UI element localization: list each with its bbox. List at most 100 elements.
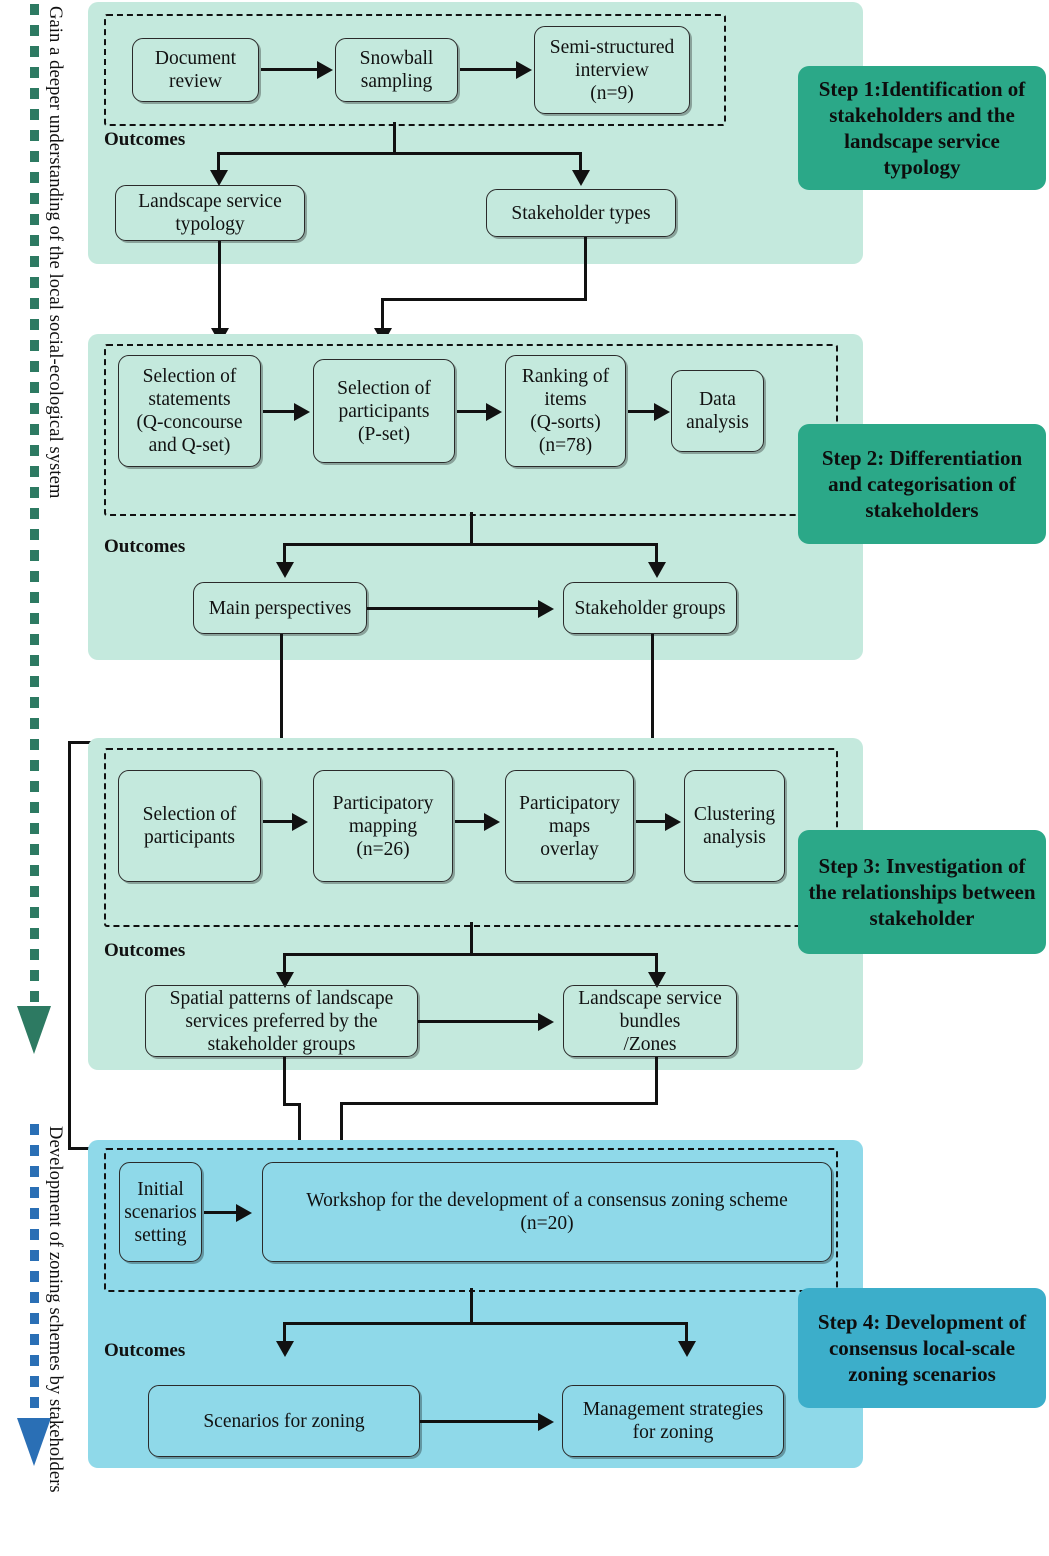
connector-arrow [276,1341,294,1357]
connector [283,1057,286,1105]
panel-step4 [88,1140,863,1468]
node-stakeholder-types[interactable]: Stakeholder types [486,189,676,237]
node-landscape-service-bundles[interactable]: Landscape service bundles /Zones [563,985,737,1057]
dashbox-step1 [104,14,726,126]
connector-arrow [484,813,500,831]
node-scenarios-for-zoning[interactable]: Scenarios for zoning [148,1385,420,1457]
connector [217,152,220,174]
connector [470,1288,473,1324]
connector [381,298,384,336]
connector-arrow [486,403,502,421]
node-clustering-analysis[interactable]: Clustering analysis [684,770,785,882]
connector [470,922,473,955]
node-line: setting [134,1224,187,1246]
node-line: participants [144,827,235,848]
connector [263,820,294,823]
node-selection-of-statements[interactable]: Selection of statements (Q-concourse and… [118,355,261,467]
rail-track-green [30,4,39,1010]
rail-track-blue [30,1124,39,1422]
connector [217,152,582,155]
node-spatial-patterns[interactable]: Spatial patterns of landscape services p… [145,985,418,1057]
connector [628,410,656,413]
node-semi-structured-interview[interactable]: Semi-structured interview (n=9) [534,26,690,114]
node-line: bundles [619,1010,681,1032]
node-line: Spatial patterns of landscape [169,987,394,1009]
node-selection-of-participants-3[interactable]: Selection of participants [118,770,261,882]
connector [579,152,582,174]
node-line: participants [338,400,430,422]
outcomes-label-step2: Outcomes [104,536,186,557]
node-line: Document [154,48,237,69]
rail-arrowhead-green [17,1006,51,1054]
node-line: analysis [686,412,749,433]
node-line: Participatory [332,792,434,814]
node-line: Scenarios for zoning [203,1410,365,1432]
connector [455,820,486,823]
node-line: Participatory [519,792,620,814]
node-line: analysis [703,827,766,848]
node-line: Workshop for the development of a consen… [306,1190,788,1211]
node-line: Selection of [337,377,431,399]
node-ranking-of-items[interactable]: Ranking of items (Q-sorts) (n=78) [505,355,626,467]
node-line: Landscape service [578,987,722,1009]
node-line: /Zones [623,1033,677,1055]
node-line: (Q-concourse [136,412,243,433]
node-document-review[interactable]: Document review [132,38,259,102]
node-line: maps [548,815,591,837]
node-main-perspectives[interactable]: Main perspectives [193,582,367,634]
connector [655,953,658,975]
connector [340,1102,658,1105]
connector [68,741,71,1150]
connector-arrow [276,972,294,988]
node-line: overlay [540,838,599,860]
node-line: (n=78) [538,435,593,456]
node-line: and Q-set) [148,435,231,456]
connector [283,543,658,546]
connector-arrow [210,170,228,186]
node-selection-of-participants[interactable]: Selection of participants (P-set) [313,359,455,463]
outcomes-label-step3: Outcomes [104,940,186,961]
connector [685,1322,688,1344]
connector [261,68,319,71]
node-line: Snowball [359,48,434,69]
connector [381,298,587,301]
node-line: scenarios [124,1201,197,1223]
node-landscape-service-typology[interactable]: Landscape service typology [115,185,305,241]
connector-arrow [538,1413,554,1431]
node-stakeholder-groups[interactable]: Stakeholder groups [563,582,737,634]
rail-arrowhead-blue [17,1418,51,1466]
node-management-strategies[interactable]: Management strategies for zoning [562,1385,784,1457]
node-data-analysis[interactable]: Data analysis [671,370,764,452]
step-tag-4: Step 4: Development of consensus local-s… [798,1288,1046,1408]
step-tag-3: Step 3: Investigation of the relationshi… [798,830,1046,954]
connector [263,410,296,413]
node-snowball-sampling[interactable]: Snowball sampling [335,38,458,102]
connector-arrow [648,972,666,988]
connector [651,634,654,742]
node-initial-scenarios-setting[interactable]: Initial scenarios setting [119,1162,202,1262]
connector-arrow [538,1013,554,1031]
node-participatory-maps-overlay[interactable]: Participatory maps overlay [505,770,634,882]
node-line: Stakeholder types [511,202,651,224]
connector-arrow [538,600,554,618]
node-line: Semi-structured [549,36,675,58]
connector [655,1057,658,1104]
node-participatory-mapping[interactable]: Participatory mapping (n=26) [313,770,453,882]
connector-arrow [654,403,670,421]
node-line: (Q-sorts) [530,412,601,433]
node-line: services preferred by the [185,1010,378,1032]
connector [283,543,286,565]
node-line: Data [699,389,736,410]
connector [283,1103,301,1106]
node-line: (P-set) [358,423,410,445]
connector [584,237,587,301]
node-line: Landscape service [138,191,282,212]
node-consensus-workshop[interactable]: Workshop for the development of a consen… [262,1162,832,1262]
node-line: stakeholder groups [207,1033,356,1055]
connector [367,607,540,610]
connector [283,953,658,956]
node-line: interview [575,59,649,81]
connector [457,410,488,413]
connector-arrow [317,61,333,79]
connector [283,1322,688,1325]
